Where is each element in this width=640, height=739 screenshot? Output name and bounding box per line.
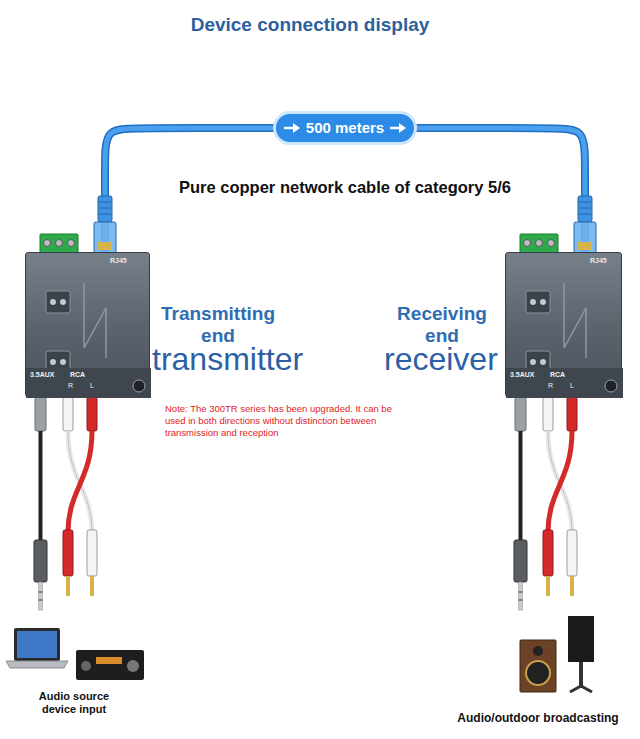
jack-housing bbox=[35, 397, 46, 431]
mount-window bbox=[46, 291, 70, 313]
rj45-contacts bbox=[98, 242, 112, 250]
port-strip bbox=[26, 368, 151, 398]
network-cable bbox=[105, 128, 585, 252]
tweeter bbox=[533, 646, 543, 656]
rj45-plug bbox=[94, 222, 116, 253]
amp-knob bbox=[81, 661, 91, 671]
mount-screw bbox=[530, 359, 536, 365]
arrow-tip bbox=[293, 123, 300, 133]
jack-plug bbox=[34, 540, 47, 582]
port-label: R bbox=[68, 382, 73, 389]
note-text: Note: The 300TR series has been upgraded… bbox=[165, 403, 405, 439]
laptop-screen bbox=[17, 631, 57, 658]
arrow-shaft bbox=[390, 127, 400, 130]
rca-cable-red bbox=[68, 431, 92, 532]
stand-legs bbox=[570, 686, 592, 692]
extender-box: Transmitting endtransmitterRJ453.5AUXRCA… bbox=[25, 252, 150, 397]
port-label: 3.5AUX bbox=[30, 371, 55, 378]
panel-line bbox=[564, 283, 586, 358]
mount-screw bbox=[530, 299, 536, 305]
arrow-tip bbox=[399, 123, 406, 133]
rca-pin bbox=[90, 576, 94, 596]
port-label: RCA bbox=[550, 371, 565, 378]
mount-screw bbox=[50, 299, 56, 305]
boot-ridge bbox=[99, 202, 111, 203]
speaker-stand bbox=[579, 662, 583, 688]
arrow-icon bbox=[284, 123, 300, 133]
diagram-title: Device connection display bbox=[160, 14, 460, 36]
rca-cable-white bbox=[68, 431, 92, 532]
port-label: L bbox=[90, 382, 94, 389]
bookshelf-speaker bbox=[520, 640, 556, 692]
laptop-lid bbox=[14, 628, 60, 661]
cable-outline bbox=[105, 128, 585, 252]
woofer bbox=[526, 661, 550, 685]
device-caption: Audio/outdoor broadcasting bbox=[440, 711, 636, 725]
mount-screw bbox=[540, 299, 546, 305]
jack-ring bbox=[39, 600, 43, 601]
jack-ring bbox=[39, 592, 43, 593]
extender-box: Receiving endreceiverRJ453.5AUXRCARL bbox=[505, 252, 622, 397]
mount-screw bbox=[60, 299, 66, 305]
mount-screw bbox=[60, 359, 66, 365]
rca-pin bbox=[66, 576, 70, 596]
amp-display bbox=[96, 657, 122, 664]
end-heading: transmitter bbox=[152, 341, 303, 378]
device-caption: Audio source device input bbox=[28, 690, 120, 716]
cable-caption: Pure copper network cable of category 5/… bbox=[130, 178, 560, 197]
laptop-base bbox=[6, 661, 68, 668]
boot-ridge bbox=[99, 208, 111, 209]
port-strip bbox=[506, 368, 623, 398]
terminal-screw bbox=[68, 240, 75, 247]
port-label: RCA bbox=[70, 371, 85, 378]
edge-label: 500 meters bbox=[306, 119, 384, 136]
rca-plug-red bbox=[63, 530, 73, 576]
rj45-boot bbox=[98, 196, 112, 222]
port-label: RJ45 bbox=[110, 257, 127, 264]
arrow-shaft bbox=[284, 127, 294, 130]
end-heading: receiver bbox=[384, 341, 498, 378]
port-label: L bbox=[570, 382, 574, 389]
rca-plug-white bbox=[63, 397, 73, 431]
jack-tip bbox=[39, 582, 43, 610]
rca-plug-white bbox=[87, 530, 97, 576]
pa-speaker bbox=[568, 616, 594, 662]
rca-cable-edge bbox=[68, 431, 92, 532]
amplifier bbox=[76, 650, 144, 680]
arrow-icon bbox=[390, 123, 406, 133]
end-heading: Transmitting end bbox=[153, 303, 283, 347]
aux-cable bbox=[39, 431, 43, 540]
panel-line bbox=[84, 283, 106, 358]
port-label: 3.5AUX bbox=[510, 371, 535, 378]
rca-plug-red bbox=[87, 397, 97, 431]
amp-knob bbox=[127, 660, 139, 672]
mount-window bbox=[526, 291, 550, 313]
end-heading: Receiving end bbox=[390, 303, 494, 347]
boot-ridge bbox=[99, 214, 111, 215]
volume-knob bbox=[605, 380, 617, 392]
terminal-block bbox=[40, 234, 78, 253]
port-label: RJ45 bbox=[590, 257, 607, 264]
distance-pill: 500 meters bbox=[273, 111, 417, 145]
port-label: R bbox=[548, 382, 553, 389]
terminal-screw bbox=[56, 240, 63, 247]
mount-screw bbox=[540, 359, 546, 365]
mount-screw bbox=[50, 359, 56, 365]
volume-knob bbox=[133, 380, 145, 392]
terminal-screw bbox=[44, 240, 51, 247]
